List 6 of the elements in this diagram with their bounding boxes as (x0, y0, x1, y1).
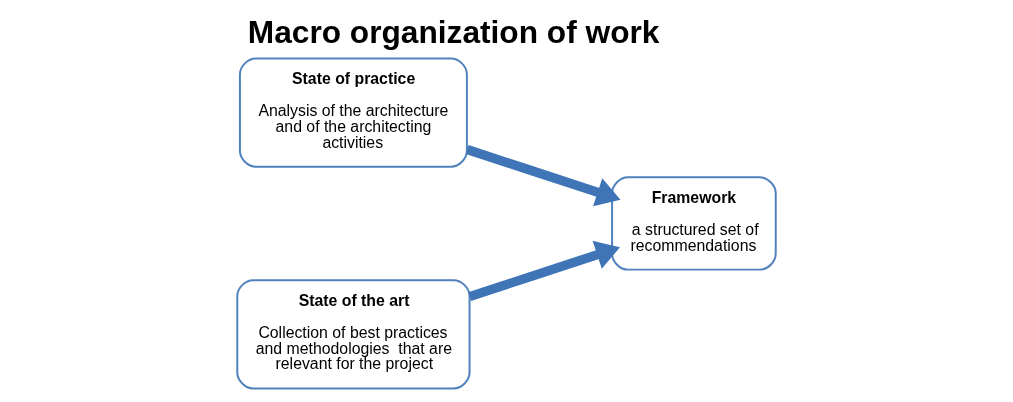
node-box: State of practice Analysis of the architecture and of the architecting activities (238, 57, 468, 168)
arrow (465, 145, 621, 207)
node-box: State of the art Collection of best practices and methodologies that are relevant for the project (236, 279, 471, 390)
node-box: Framework a structured set of recommendations (611, 176, 777, 271)
arrow (468, 240, 621, 301)
diagram-title: Macro organization of work (247, 13, 660, 50)
